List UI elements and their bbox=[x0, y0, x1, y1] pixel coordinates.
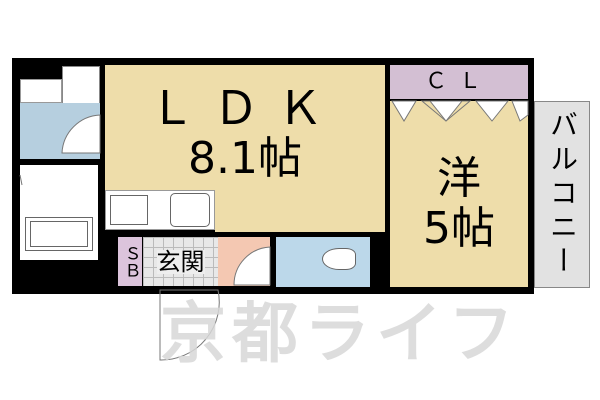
balcony: バルコニー bbox=[534, 101, 590, 288]
ldk-label: ＬＤＫ bbox=[149, 80, 341, 135]
bathtub bbox=[25, 217, 93, 251]
western-size: 5帖 bbox=[423, 203, 495, 254]
kitchen-counter bbox=[105, 190, 215, 230]
toilet-bowl bbox=[322, 248, 356, 270]
closet-label: ＣＬ bbox=[424, 69, 493, 94]
shoe-box: ＳＢ bbox=[118, 237, 142, 286]
balcony-label: バルコニー bbox=[546, 109, 579, 280]
room-western: 洋 5帖 bbox=[390, 101, 528, 287]
ldk-size: 8.1帖 bbox=[188, 132, 302, 184]
watermark: 京都ライフ bbox=[160, 295, 520, 372]
room-closet: ＣＬ bbox=[390, 65, 528, 99]
western-label: 洋 bbox=[437, 153, 481, 204]
bathtub-inner bbox=[30, 221, 88, 247]
stove bbox=[110, 195, 148, 225]
shoe-box-label: ＳＢ bbox=[120, 244, 141, 279]
sink bbox=[170, 193, 210, 227]
entrance-label: 玄関 bbox=[156, 247, 205, 276]
washing-machine bbox=[62, 66, 100, 104]
washroom-counter bbox=[20, 79, 62, 103]
entrance: 玄関 bbox=[143, 237, 218, 286]
room-ldk: ＬＤＫ 8.1帖 bbox=[105, 65, 385, 190]
room-ldk-lower bbox=[215, 190, 385, 232]
